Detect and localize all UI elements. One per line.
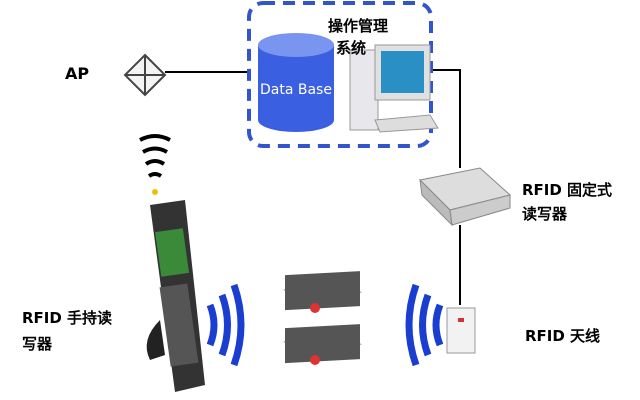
antenna-icon	[446, 307, 476, 354]
mgmt-system-label-line1: 操作管理	[328, 17, 389, 35]
rfid-waves-left-icon	[206, 283, 245, 367]
fixed-reader-label-line2: 读写器	[522, 205, 568, 223]
database-label: Data Base	[260, 82, 332, 98]
computer-icon	[349, 44, 439, 133]
rfid-waves-right-icon	[405, 283, 444, 367]
mgmt-system-label-line2: 系统	[336, 39, 367, 57]
handheld-reader-label-line2: 写器	[22, 335, 53, 353]
connection-lines	[165, 69, 461, 305]
fixed-reader-label-line1: RFID 固定式	[522, 181, 613, 199]
handheld-reader-label-line1: RFID 手持读	[22, 309, 113, 327]
management-system-box	[247, 1, 433, 148]
handheld-reader-icon	[146, 200, 205, 392]
tagged-item-icon	[283, 271, 362, 313]
antenna-label: RFID 天线	[525, 327, 601, 345]
access-point-icon	[123, 53, 167, 97]
tagged-item-icon	[283, 324, 362, 365]
wireless-signal-icon	[139, 134, 171, 195]
database-icon	[258, 33, 334, 132]
fixed-reader-icon	[418, 167, 512, 227]
ap-label: AP	[65, 64, 90, 83]
